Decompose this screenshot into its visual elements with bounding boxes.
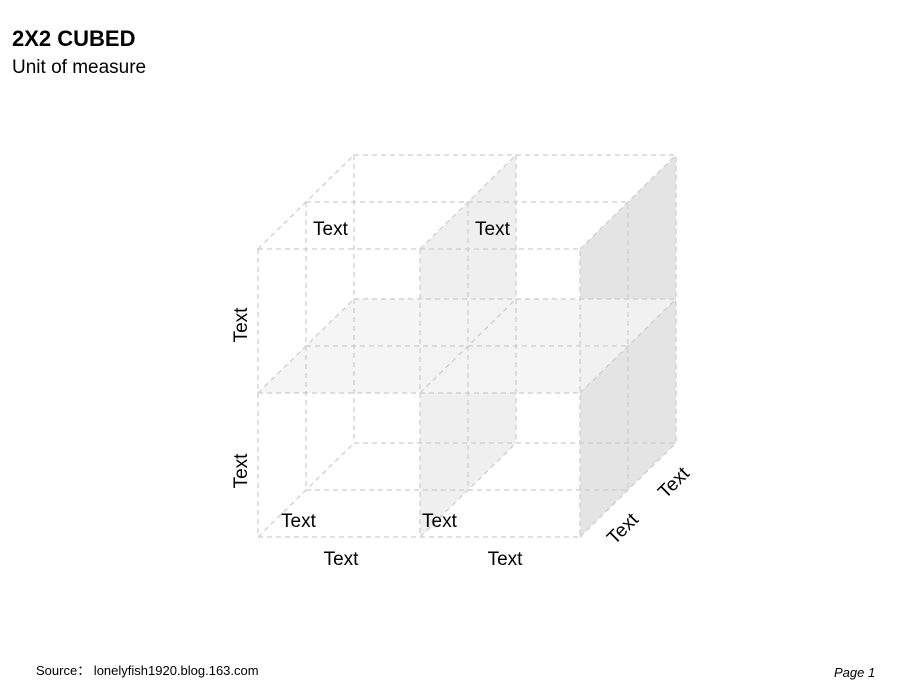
depth-label-front: Text bbox=[603, 509, 643, 549]
top-label-left: Text bbox=[313, 219, 349, 240]
top-label-right: Text bbox=[475, 219, 511, 240]
source-note: Source： lonelyfish1920.blog.163.com bbox=[36, 663, 259, 678]
bottom-inner-label-left: Text bbox=[281, 511, 317, 532]
middle-horizontal-plane bbox=[258, 299, 676, 393]
bottom-label-right: Text bbox=[488, 549, 524, 570]
depth-label-back: Text bbox=[654, 463, 694, 503]
page-subtitle: Unit of measure bbox=[12, 57, 147, 78]
left-label-bottom: Text bbox=[231, 453, 252, 489]
bottom-inner-label-right: Text bbox=[422, 511, 458, 532]
left-label-top: Text bbox=[231, 307, 252, 343]
page-number: Page 1 bbox=[834, 665, 876, 680]
page-title: 2X2 CUBED bbox=[12, 26, 136, 51]
cube-edges bbox=[257, 154, 677, 538]
bottom-label-left: Text bbox=[324, 549, 360, 570]
